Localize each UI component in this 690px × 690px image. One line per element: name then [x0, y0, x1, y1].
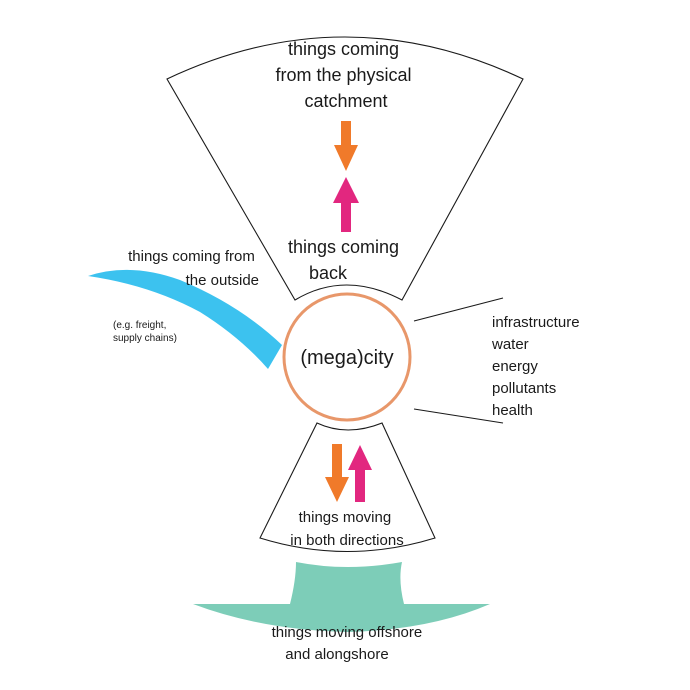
offshore-flow-shape — [193, 562, 490, 632]
outside-note: (e.g. freight, supply chains) — [113, 320, 177, 344]
aspects-list-item: water — [491, 336, 529, 353]
both-directions-fan — [259, 422, 436, 553]
city-label: (mega)city — [300, 347, 393, 369]
city-ring — [282, 292, 412, 422]
aspects-lower-connector — [413, 408, 504, 424]
aspects-upper-connector — [413, 297, 504, 322]
return-label-line: back — [309, 263, 348, 283]
outside-note-line: (e.g. freight, — [113, 320, 166, 331]
both-directions-label-line: things moving — [299, 509, 392, 526]
catchment-label: things coming from the physical catchmen… — [275, 39, 416, 111]
return-label: things coming back — [288, 237, 404, 283]
catchment-label-line: from the physical — [275, 65, 411, 85]
both-directions-label: things moving in both directions — [290, 509, 403, 549]
offshore-label: things moving offshore and alongshore — [272, 624, 427, 663]
outside-note-line: supply chains) — [113, 333, 177, 344]
catchment-label-line: catchment — [304, 91, 387, 111]
outside-label-line: the outside — [186, 272, 259, 289]
return-label-line: things coming — [288, 237, 399, 257]
outside-label-line: things coming from — [128, 248, 255, 265]
both-directions-down-arrow — [325, 444, 349, 502]
catchment-down-arrow — [334, 121, 358, 171]
both-directions-label-line: in both directions — [290, 532, 403, 549]
catchment-up-arrow — [333, 177, 359, 232]
catchment-fan — [166, 36, 524, 301]
aspects-list-item: infrastructure — [492, 314, 580, 331]
aspects-list-item: health — [492, 402, 533, 419]
aspects-list: infrastructure water energy pollutants h… — [491, 314, 584, 419]
outside-flow-shape — [88, 269, 282, 369]
aspects-list-item: energy — [492, 358, 538, 375]
offshore-label-line: and alongshore — [285, 646, 388, 663]
catchment-label-line: things coming — [288, 39, 399, 59]
outside-label: things coming from the outside — [128, 248, 259, 289]
aspects-list-item: pollutants — [492, 380, 556, 397]
both-directions-up-arrow — [348, 445, 372, 502]
offshore-label-line: things moving offshore — [272, 624, 423, 641]
